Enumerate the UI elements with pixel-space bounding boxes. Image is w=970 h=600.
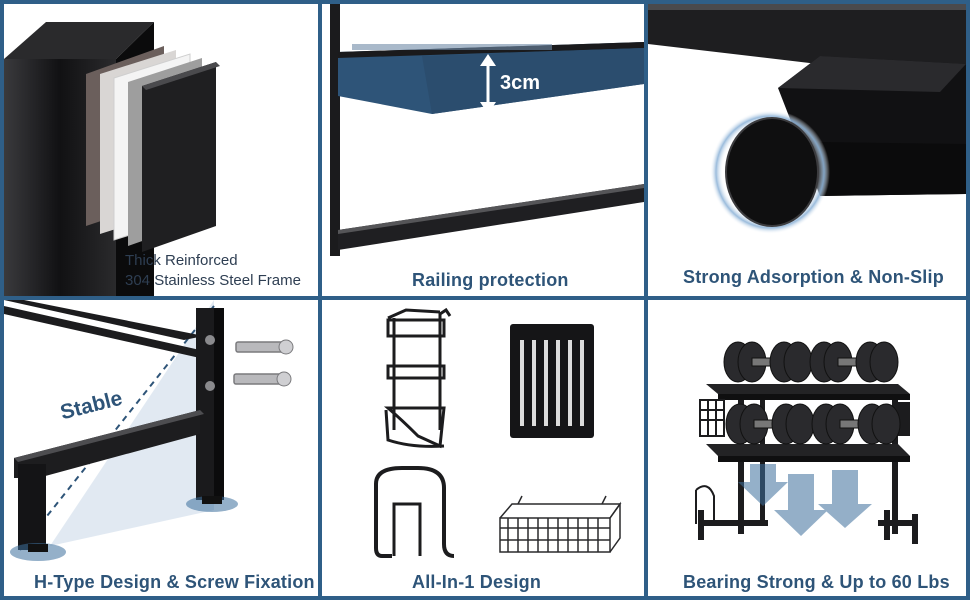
accessories-illustration [374,307,622,558]
panel-allinone: All-In-1 Design [322,300,644,596]
frame-caption-line1: Thick Reinforced [125,252,238,269]
railing-caption: Railing protection [412,270,569,290]
nonslip-illustration [648,4,966,234]
railing-illustration [330,4,644,256]
nonslip-caption: Strong Adsorption & Non-Slip [683,267,944,287]
railing-height-label: 3cm [500,72,541,94]
allinone-caption: All-In-1 Design [412,572,542,592]
panel-htype: Stable H-Type Design & Screw Fixation [4,300,318,596]
frame-caption-line2: 304 Stainless Steel Frame [125,272,301,289]
panel-bearing: Bearing Strong & Up to 60 Lbs [648,300,966,596]
htype-caption: H-Type Design & Screw Fixation [34,572,315,592]
htype-illustration [4,300,294,561]
panel-nonslip: Strong Adsorption & Non-Slip [648,4,966,296]
bearing-caption: Bearing Strong & Up to 60 Lbs [683,572,950,592]
frame-illustration [4,22,220,296]
panel-railing: 3cm Railing protection [322,4,644,296]
panel-frame: Thick Reinforced 304 Stainless Steel Fra… [4,4,318,296]
bearing-illustration [695,341,918,544]
